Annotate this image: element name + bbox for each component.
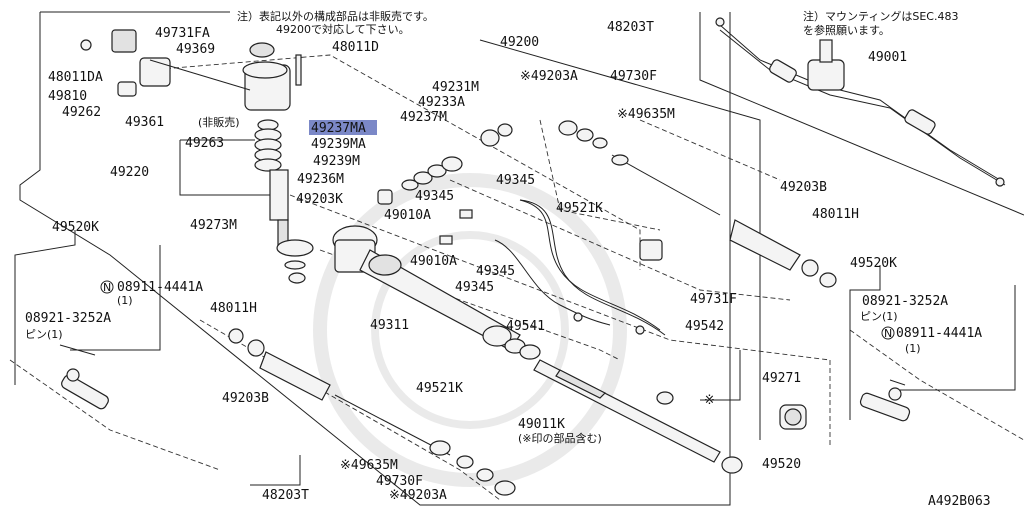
valve-housing xyxy=(80,29,302,111)
label-49233A[interactable]: 49233A xyxy=(418,95,465,110)
note-top-left: 注）表記以外の構成部品は非販売です。 xyxy=(237,9,434,23)
label-49203B-left[interactable]: 49203B xyxy=(222,391,269,406)
label-48011H-right[interactable]: 48011H xyxy=(812,207,859,222)
n-marker-left-icon xyxy=(100,280,114,294)
pressure-tubes xyxy=(494,199,666,336)
seal-stack xyxy=(377,123,513,245)
label-49345-c[interactable]: 49345 xyxy=(476,264,515,279)
label-49239M[interactable]: 49239M xyxy=(313,154,360,169)
tie-rod-end-left xyxy=(59,344,109,410)
label-49237MA-selected[interactable]: 49237MA xyxy=(311,121,366,136)
label-08911-right-qty: (1) xyxy=(905,342,921,355)
label-49203K[interactable]: 49203K xyxy=(296,192,343,207)
label-49231M[interactable]: 49231M xyxy=(432,80,479,95)
note-top-left-2: 49200で対応して下さい。 xyxy=(276,22,410,36)
label-49220[interactable]: 49220 xyxy=(110,165,149,180)
label-49237M[interactable]: 49237M xyxy=(400,110,447,125)
label-49203A-top[interactable]: ※49203A xyxy=(520,69,578,84)
label-08911-left-qty: (1) xyxy=(117,294,133,307)
label-49361[interactable]: 49361 xyxy=(125,115,164,130)
label-49263[interactable]: 49263 xyxy=(185,136,224,151)
label-49001[interactable]: 49001 xyxy=(868,50,907,65)
labels: 注）表記以外の構成部品は非販売です。 49200で対応して下さい。 注）マウンテ… xyxy=(25,9,991,509)
label-49345-d[interactable]: 49345 xyxy=(455,280,494,295)
label-49369[interactable]: 49369 xyxy=(176,42,215,57)
label-48203T-top[interactable]: 48203T xyxy=(607,20,654,35)
label-48011DA[interactable]: 48011DA xyxy=(48,70,103,85)
label-49200[interactable]: 49200 xyxy=(500,35,539,50)
note-top-right-2: を参照願います。 xyxy=(803,23,890,37)
rack-assembly xyxy=(533,359,743,474)
label-49520[interactable]: 49520 xyxy=(762,457,801,472)
tie-rod-lower xyxy=(228,328,516,496)
label-49011K[interactable]: 49011K xyxy=(518,417,565,432)
label-49730F-bot[interactable]: 49730F xyxy=(376,474,423,489)
label-08921-left-pin: ピン(1) xyxy=(25,328,63,341)
label-49311[interactable]: 49311 xyxy=(370,318,409,333)
n-marker-left: N xyxy=(103,281,111,294)
diagram-code: A492B063 xyxy=(928,494,991,509)
n-marker-right: N xyxy=(884,327,892,340)
label-08911-right[interactable]: 08911-4441A xyxy=(896,326,982,341)
watermark xyxy=(313,173,627,487)
label-49731FA[interactable]: 49731FA xyxy=(155,26,210,41)
bracket-lines xyxy=(14,139,1016,486)
label-49271-mark: ※ xyxy=(704,393,715,408)
note-top-right: 注）マウンティングはSEC.483 xyxy=(803,9,958,23)
assembly-frame xyxy=(19,11,1024,506)
label-49361-note: (非販売) xyxy=(198,116,240,129)
label-48011H-left[interactable]: 48011H xyxy=(210,301,257,316)
label-08921-right[interactable]: 08921-3252A xyxy=(862,294,948,309)
label-48011D[interactable]: 48011D xyxy=(332,40,379,55)
gear-housing xyxy=(332,225,541,360)
label-49239MA[interactable]: 49239MA xyxy=(311,137,366,152)
assembly-thumbnail xyxy=(715,17,1006,187)
label-49271[interactable]: 49271 xyxy=(762,371,801,386)
label-49635M-top[interactable]: ※49635M xyxy=(617,107,675,122)
label-49273M[interactable]: 49273M xyxy=(190,218,237,233)
pinion-shaft xyxy=(254,119,314,284)
label-49520K-left[interactable]: 49520K xyxy=(52,220,99,235)
label-49011K-note: (※印の部品含む) xyxy=(518,431,602,445)
label-49203A-bot[interactable]: ※49203A xyxy=(389,488,447,503)
label-49730F-top[interactable]: 49730F xyxy=(610,69,657,84)
label-49520K-right[interactable]: 49520K xyxy=(850,256,897,271)
label-08911-left[interactable]: 08911-4441A xyxy=(117,280,203,295)
label-08921-left[interactable]: 08921-3252A xyxy=(25,311,111,326)
label-49542[interactable]: 49542 xyxy=(685,319,724,334)
label-49236M[interactable]: 49236M xyxy=(297,172,344,187)
label-49203B-right[interactable]: 49203B xyxy=(780,180,827,195)
label-49521K-top[interactable]: 49521K xyxy=(556,201,603,216)
tie-rod-upper xyxy=(558,120,837,288)
label-49345-a[interactable]: 49345 xyxy=(415,189,454,204)
label-49635M-bot[interactable]: ※49635M xyxy=(340,458,398,473)
label-08921-right-pin: ピン(1) xyxy=(860,310,898,323)
label-49262[interactable]: 49262 xyxy=(62,105,101,120)
label-49731F[interactable]: 49731F xyxy=(690,292,737,307)
label-49010A-a[interactable]: 49010A xyxy=(384,208,431,223)
label-48203T-bot[interactable]: 48203T xyxy=(262,488,309,503)
label-49521K-bot[interactable]: 49521K xyxy=(416,381,463,396)
tie-rod-end-right xyxy=(859,379,911,422)
n-marker-right-icon xyxy=(881,326,895,340)
highlight-box xyxy=(309,120,377,135)
mount-bushing xyxy=(779,404,807,430)
label-49810[interactable]: 49810 xyxy=(48,89,87,104)
label-49541[interactable]: 49541 xyxy=(506,319,545,334)
label-49010A-b[interactable]: 49010A xyxy=(410,254,457,269)
label-49345-b[interactable]: 49345 xyxy=(496,173,535,188)
